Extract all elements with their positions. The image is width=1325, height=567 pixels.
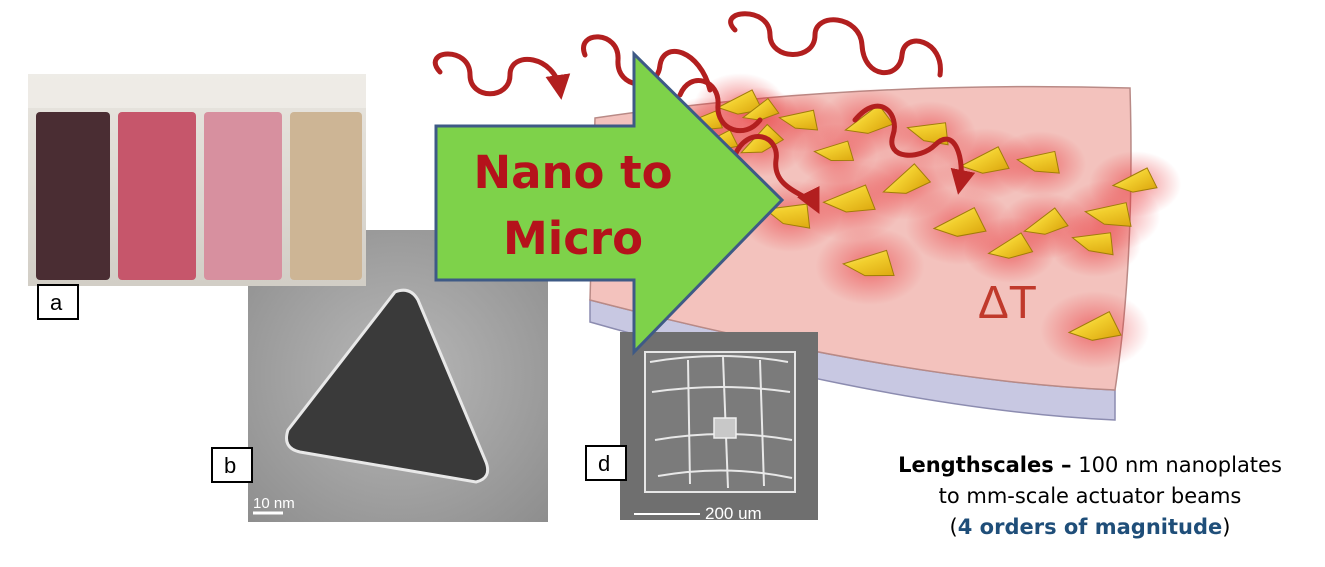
gold-nanoplate [741,97,780,121]
vial-3 [204,112,282,280]
caption-line1-rest: 100 nm nanoplates [1071,453,1282,477]
panel-d: 200 um d [585,332,818,523]
caption-bold-lead: Lengthscales – [898,453,1072,477]
gold-nanoplate [906,122,949,146]
gold-nanoplate [932,207,987,237]
caption-highlight: 4 orders of magnitude [957,515,1223,539]
nanoplate-triangle [285,288,490,484]
panel-a-label-box [37,284,79,320]
lengthscales-caption: Lengthscales – 100 nm nanoplates to mm-s… [860,450,1320,543]
panel-d-label-box [585,445,627,481]
gold-nanoplate [813,140,855,161]
nano-to-micro-arrow: Nano to Micro [434,50,785,356]
scale-bar-b-label: 10 nm [253,495,295,512]
vial-meniscus [28,74,366,108]
scale-bar-d-label: 200 um [705,504,762,523]
gold-nanoplate [841,249,895,277]
panel-d-label: d [598,451,610,476]
wave-3 [677,78,763,134]
vial-1 [36,112,110,280]
wave-1 [432,51,571,100]
gold-nanoplate [987,232,1034,259]
gold-nanoplate [1071,232,1114,256]
gold-nanoplate [1067,311,1122,341]
panel-a: a [28,74,366,320]
wave-4 [732,134,820,214]
arrow-text-line1: Nano to [473,146,672,199]
panel-a-label: a [50,290,63,315]
caption-paren-open: ( [949,515,958,539]
vial-2 [118,112,196,280]
gold-nanoplate [1111,167,1158,193]
caption-line-1: Lengthscales – 100 nm nanoplates [860,450,1320,481]
caption-line-2: to mm-scale actuator beams [938,484,1242,508]
gold-nanoplate [1016,150,1060,174]
gold-nanoplate [778,109,819,131]
delta-t-label: ΔT [978,276,1037,328]
gold-nanoplate [1023,207,1069,235]
sem-center-pad [713,417,737,439]
caption-line-3: (4 orders of magnitude) [860,512,1320,543]
arrow-text-line2: Micro [503,212,643,265]
panel-b-label: b [224,453,236,478]
panel-b-label-box [211,447,253,483]
vial-4 [290,112,362,280]
gold-nanoplate [959,146,1010,174]
arrow-shape [434,50,785,356]
gold-nanoplate [822,184,876,213]
sem-device-frame [644,351,796,493]
gold-nanoplate [882,163,932,194]
wave-5 [728,11,943,78]
wave-6 [852,103,976,195]
gold-nanoplate [1084,202,1132,227]
caption-paren-close: ) [1222,515,1231,539]
